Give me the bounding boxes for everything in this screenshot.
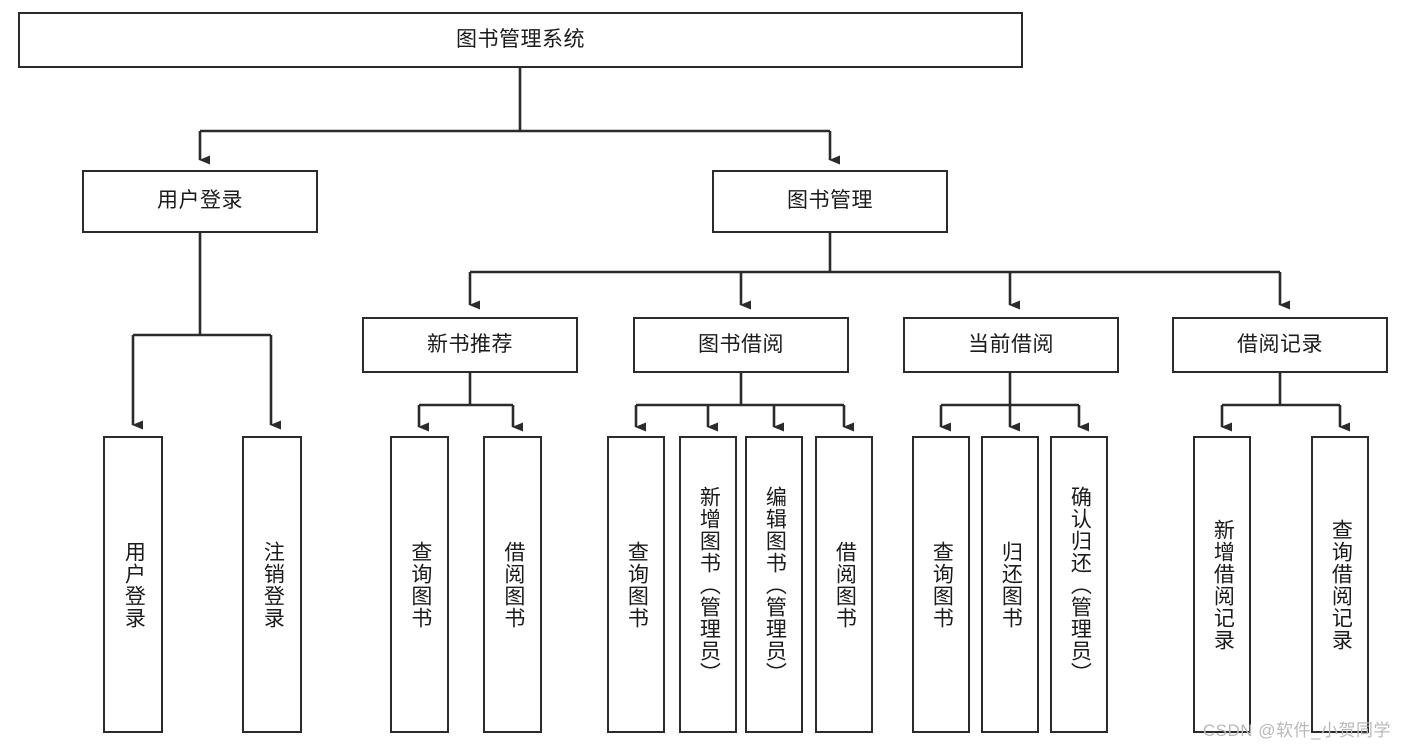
leaf-query-book-borrow[interactable]: 查询图书 xyxy=(607,436,665,733)
node-book-borrow[interactable]: 图书借阅 xyxy=(633,317,849,373)
leaf-borrow-book[interactable]: 借阅图书 xyxy=(815,436,873,733)
leaf-edit-book-admin[interactable]: 编辑图书（管理员） xyxy=(745,436,803,733)
leaf-add-borrow-record[interactable]: 新增借阅记录 xyxy=(1193,436,1251,733)
node-label: 确认归还（管理员） xyxy=(1068,485,1092,684)
leaf-user-login[interactable]: 用户登录 xyxy=(103,436,163,733)
node-label: 查询借阅记录 xyxy=(1329,518,1353,651)
node-label: 图书管理 xyxy=(787,189,873,213)
node-user-login[interactable]: 用户登录 xyxy=(82,170,318,233)
node-current-borrow[interactable]: 当前借阅 xyxy=(903,317,1119,373)
node-label: 图书借阅 xyxy=(698,332,784,356)
node-label: 借阅图书 xyxy=(833,540,857,629)
node-label: 新增借阅记录 xyxy=(1211,518,1235,651)
leaf-query-borrow-record[interactable]: 查询借阅记录 xyxy=(1311,436,1369,733)
leaf-borrow-book-recommend[interactable]: 借阅图书 xyxy=(483,436,542,733)
node-label: 借阅记录 xyxy=(1237,332,1323,356)
node-borrow-records[interactable]: 借阅记录 xyxy=(1172,317,1388,373)
leaf-logout[interactable]: 注销登录 xyxy=(242,436,302,733)
node-label: 新增图书（管理员） xyxy=(697,485,721,684)
node-book-management[interactable]: 图书管理 xyxy=(712,170,948,233)
leaf-confirm-return-admin[interactable]: 确认归还（管理员） xyxy=(1050,436,1108,733)
node-label: 新书推荐 xyxy=(427,332,513,356)
leaf-query-book-current[interactable]: 查询图书 xyxy=(912,436,970,733)
node-label: 图书管理系统 xyxy=(456,27,585,51)
leaf-add-book-admin[interactable]: 新增图书（管理员） xyxy=(679,436,737,733)
watermark-text: CSDN @软件_小贺同学 xyxy=(1202,721,1391,740)
leaf-return-book[interactable]: 归还图书 xyxy=(981,436,1039,733)
node-label: 编辑图书（管理员） xyxy=(763,485,787,684)
node-label: 用户登录 xyxy=(157,189,243,213)
node-new-book-recommend[interactable]: 新书推荐 xyxy=(362,317,578,373)
node-label: 当前借阅 xyxy=(968,332,1054,356)
node-label: 查询图书 xyxy=(408,540,432,629)
node-label: 注销登录 xyxy=(261,540,285,629)
node-label: 归还图书 xyxy=(999,540,1023,629)
node-label: 借阅图书 xyxy=(501,540,525,629)
node-label: 查询图书 xyxy=(930,540,954,629)
node-root-system[interactable]: 图书管理系统 xyxy=(18,12,1023,68)
leaf-query-book-recommend[interactable]: 查询图书 xyxy=(390,436,449,733)
node-label: 用户登录 xyxy=(122,540,146,629)
node-label: 查询图书 xyxy=(625,540,649,629)
